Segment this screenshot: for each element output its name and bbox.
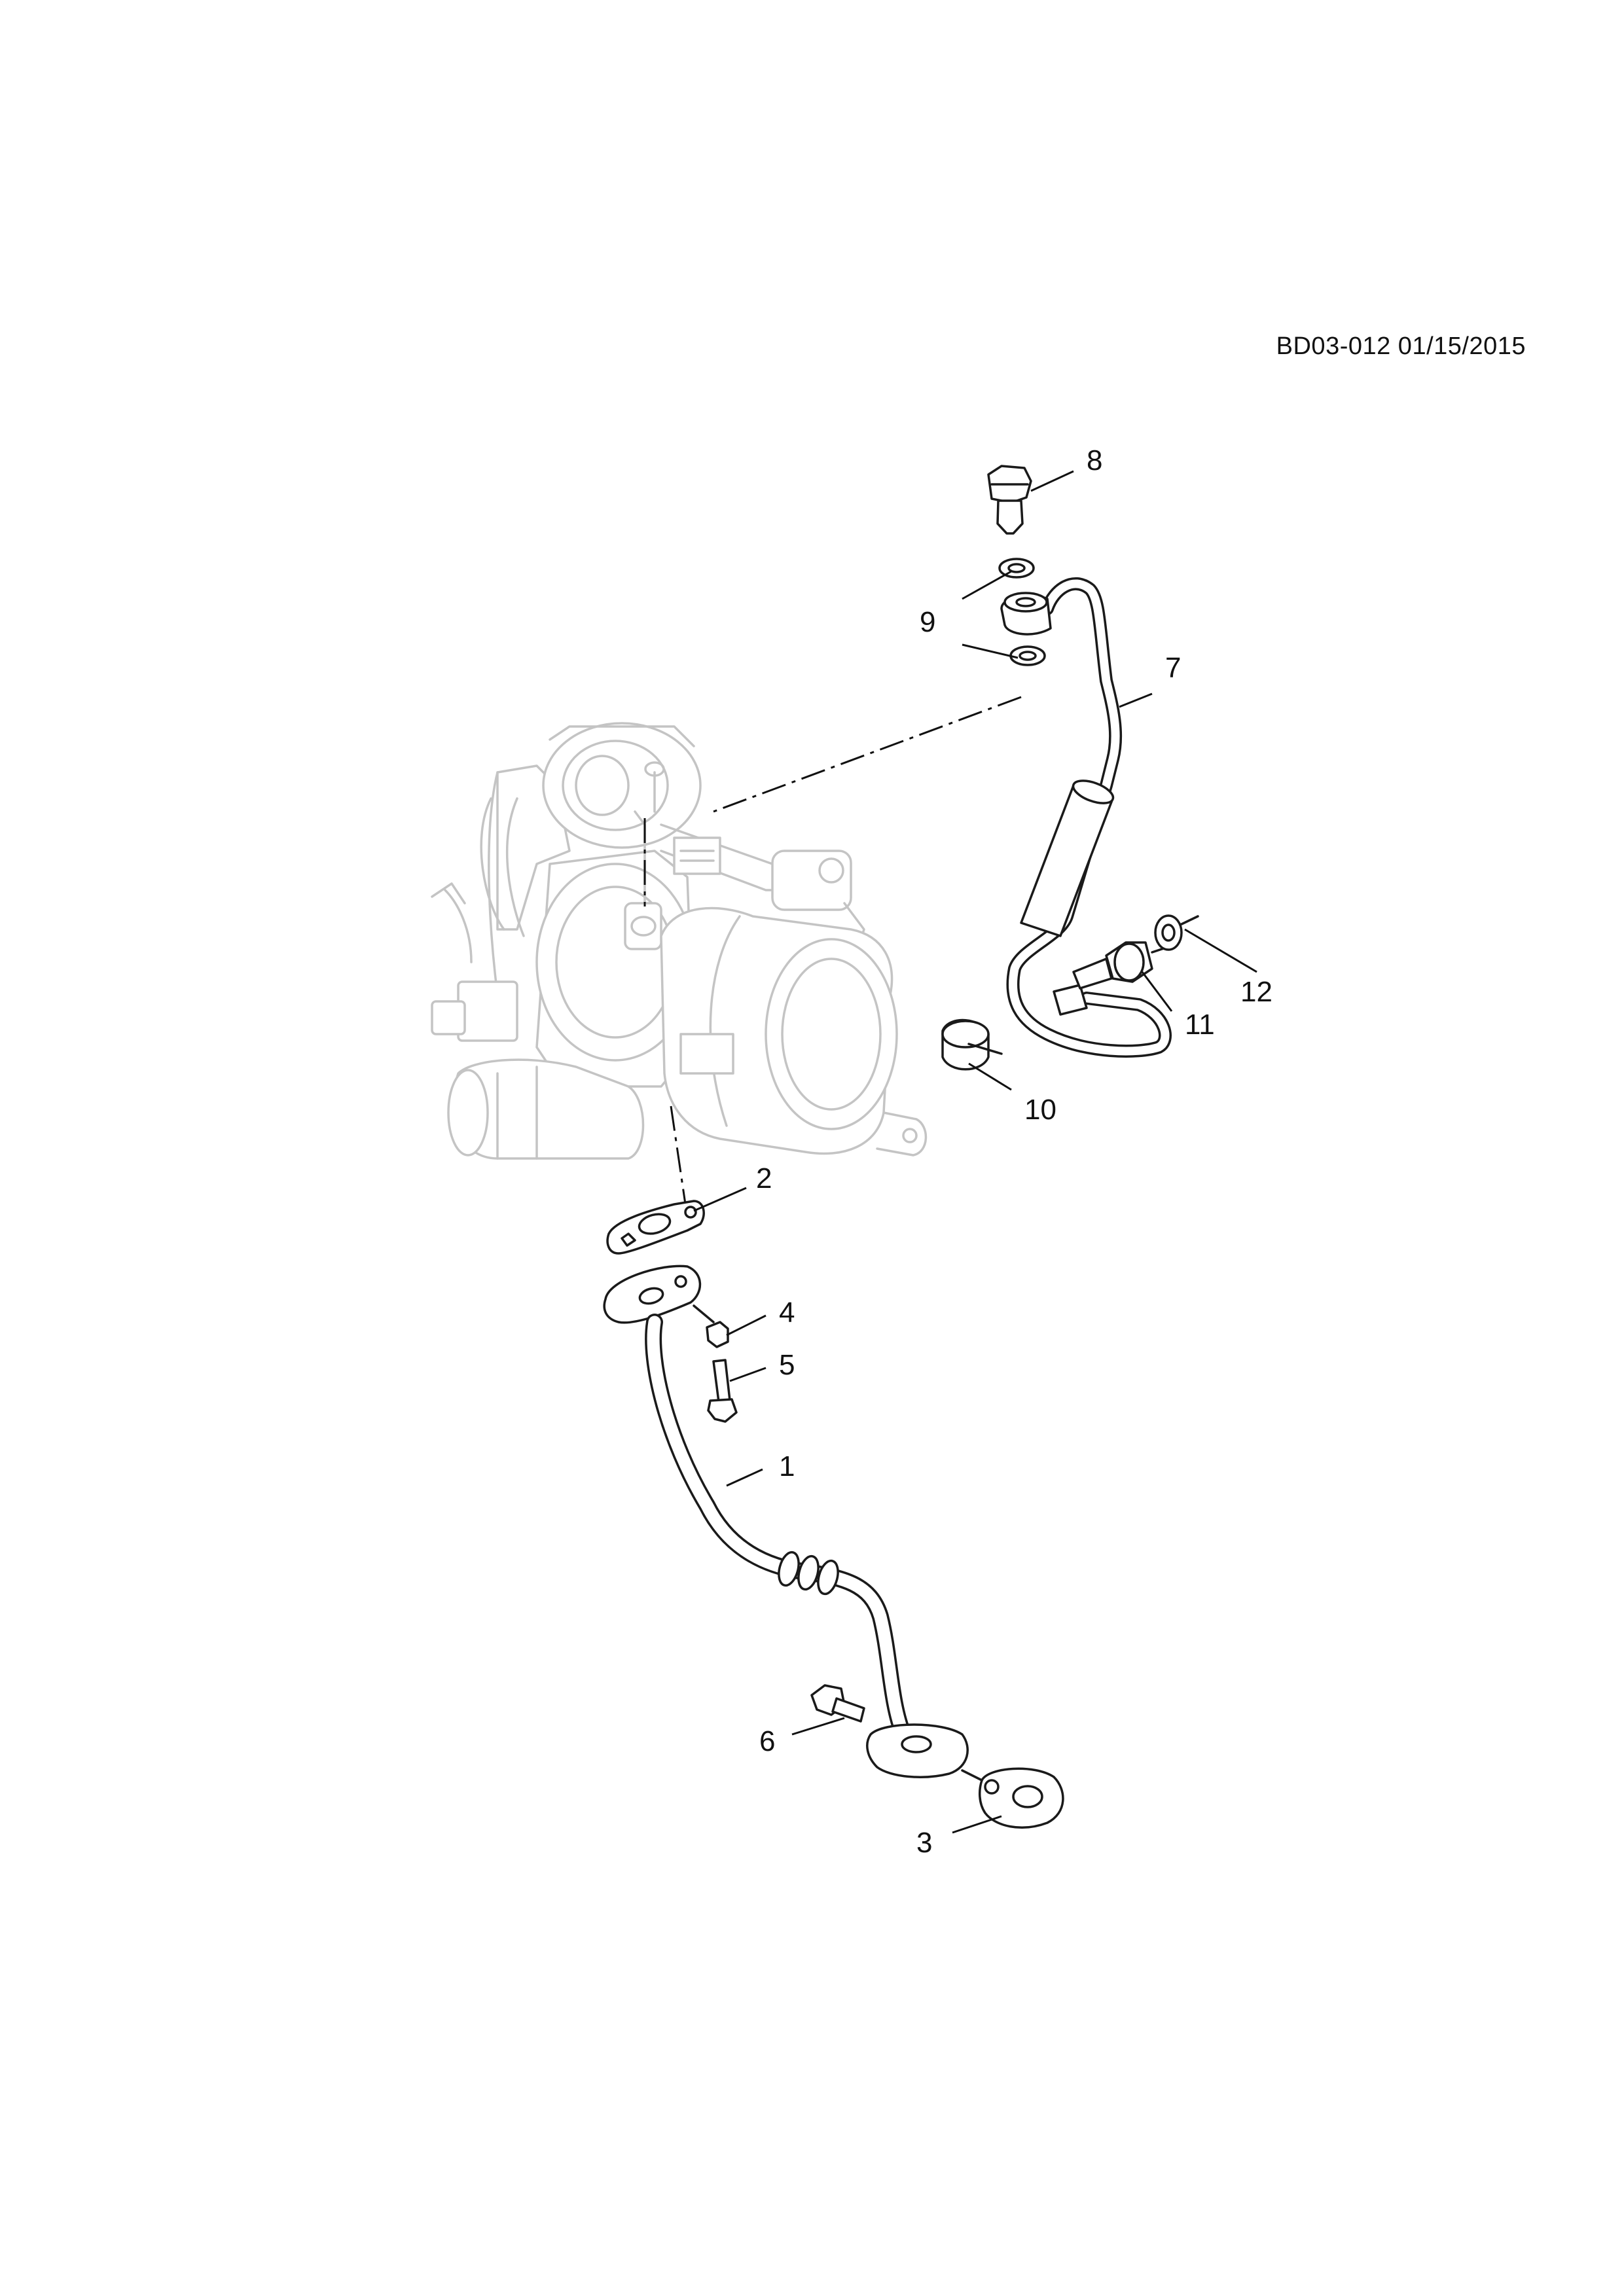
callout-7: 7 [1165,652,1181,684]
callout-11: 11 [1185,1009,1215,1041]
part-10-cap [941,1018,1003,1071]
callout-labels: 8 9 7 12 11 10 2 4 5 1 6 3 [756,444,1272,1859]
leader-3 [952,1815,1002,1834]
part-8-banjo-bolt [987,465,1032,535]
leader-11 [1141,971,1173,1012]
leader-10 [968,1062,1012,1091]
leader-5 [729,1367,767,1382]
leader-9a [962,570,1012,600]
callout-2: 2 [756,1162,772,1194]
part-12-sealing-washer [1154,914,1199,951]
part-3-gasket [961,1767,1064,1829]
callout-9: 9 [920,606,935,638]
leader-12 [1184,928,1257,973]
alignment-lines [643,696,1022,1218]
callout-6: 6 [759,1725,775,1757]
part-4-nut [693,1304,729,1348]
part-11-union-fitting [1072,941,1173,990]
leader-lines [693,470,1257,1834]
callout-12: 12 [1240,976,1272,1008]
leader-2 [693,1187,747,1212]
leader-9b [962,643,1019,659]
leader-8 [1030,470,1074,492]
part-6-bolt [810,1684,865,1723]
leader-4 [726,1314,767,1336]
callout-4: 4 [779,1297,795,1329]
callout-1: 1 [779,1450,795,1482]
leader-7 [1119,692,1153,708]
callout-10: 10 [1024,1094,1056,1126]
part-1-oil-return-pipe [603,1265,969,1778]
callout-8: 8 [1087,444,1102,476]
diagram-id: BD03-012 01/15/2015 [1276,332,1526,360]
leader-6 [791,1717,845,1736]
leader-1 [726,1468,763,1487]
turbocharger-assembly [431,722,928,1160]
part-7-oil-feed-pipe [1000,577,1172,1058]
part-2-gasket [606,1200,705,1255]
callout-3: 3 [916,1827,932,1859]
part-9-washer-lower [1009,645,1046,666]
part-5-bolt [707,1359,738,1423]
callout-5: 5 [779,1349,795,1381]
